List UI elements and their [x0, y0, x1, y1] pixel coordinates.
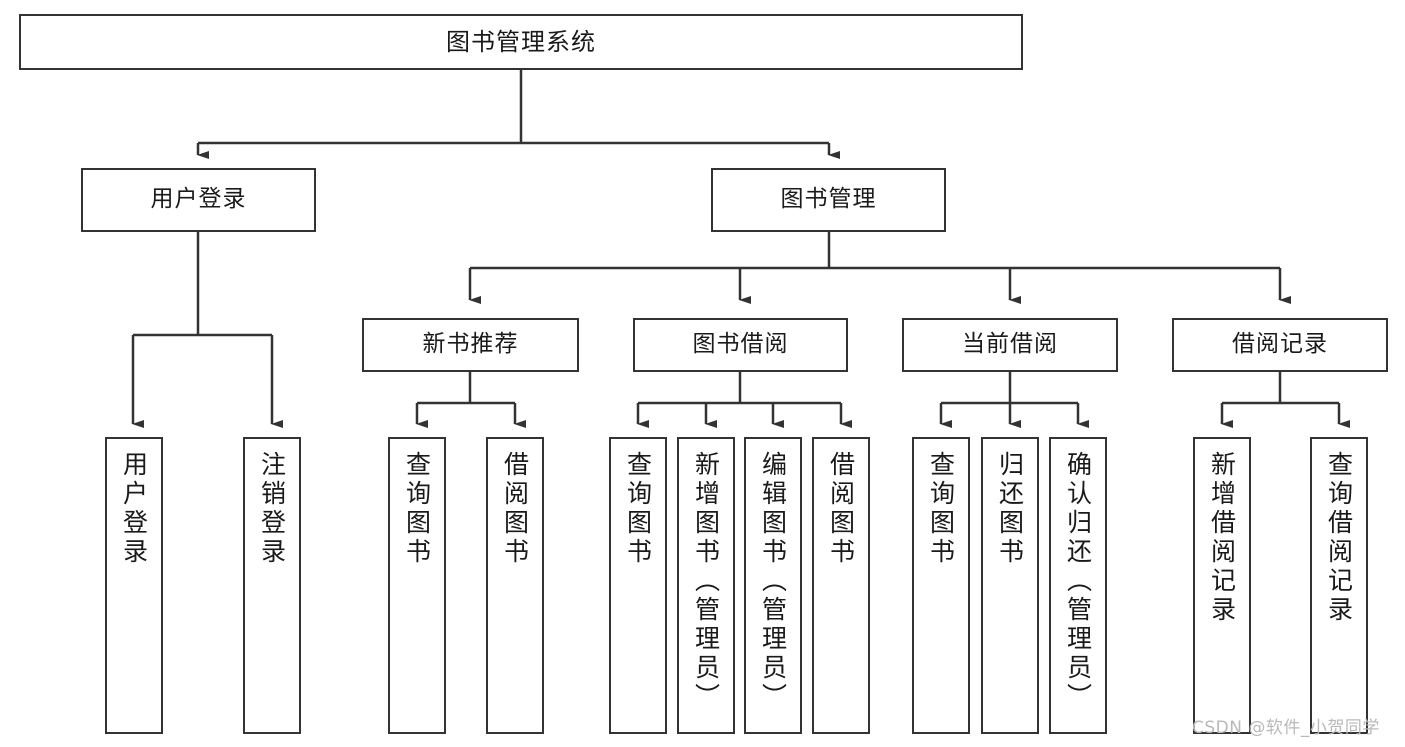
node-current-borrow[interactable]: 当前借阅 [902, 318, 1118, 372]
node-label: 确认归还（管理员） [1063, 451, 1093, 712]
leaf-add-book-admin[interactable]: 新增图书（管理员） [677, 437, 735, 734]
csdn-watermark: CSDN @软件_小贺同学 [1192, 718, 1380, 738]
node-label: 查询图书 [402, 451, 432, 567]
node-user-login[interactable]: 用户登录 [81, 168, 316, 232]
leaf-borrow-book[interactable]: 借阅图书 [812, 437, 870, 734]
edge-record-to-leaves [1220, 372, 1350, 428]
node-label: 图书管理 [780, 186, 877, 213]
edge-recommend-to-leaves [415, 372, 526, 428]
leaf-borrow-book-recommend[interactable]: 借阅图书 [486, 437, 544, 734]
leaf-query-book-current[interactable]: 查询图书 [912, 437, 970, 734]
node-label: 用户登录 [150, 186, 247, 213]
node-borrow-record[interactable]: 借阅记录 [1172, 318, 1388, 372]
leaf-confirm-return-admin[interactable]: 确认归还（管理员） [1049, 437, 1107, 734]
edge-bookmgmt-to-level2 [468, 232, 1291, 304]
node-label: 用户登录 [119, 451, 149, 567]
edge-borrow-to-leaves [636, 372, 852, 428]
edge-current-to-leaves [939, 372, 1089, 428]
node-book-management[interactable]: 图书管理 [711, 168, 946, 232]
leaf-add-borrow-record[interactable]: 新增借阅记录 [1193, 437, 1251, 734]
node-label: 归还图书 [995, 451, 1025, 567]
leaf-logout-login[interactable]: 注销登录 [243, 437, 301, 734]
edge-userlogin-to-leaves [131, 232, 283, 428]
node-label: 编辑图书（管理员） [758, 451, 788, 712]
node-label: 新书推荐 [422, 331, 519, 358]
node-root-book-management-system[interactable]: 图书管理系统 [19, 14, 1023, 70]
node-label: 新增借阅记录 [1207, 451, 1237, 625]
leaf-query-book-recommend[interactable]: 查询图书 [388, 437, 446, 734]
leaf-user-login[interactable]: 用户登录 [105, 437, 163, 734]
node-label: 借阅图书 [500, 451, 530, 567]
node-label: 当前借阅 [962, 331, 1058, 358]
node-label: 借阅图书 [826, 451, 856, 567]
node-label: 新增图书（管理员） [691, 451, 721, 712]
node-label: 查询图书 [926, 451, 956, 567]
leaf-return-book[interactable]: 归还图书 [981, 437, 1039, 734]
node-label: 注销登录 [257, 451, 287, 567]
node-label: 图书管理系统 [446, 27, 596, 56]
leaf-query-borrow-record[interactable]: 查询借阅记录 [1310, 437, 1368, 734]
node-book-borrow[interactable]: 图书借阅 [633, 318, 848, 372]
node-label: 图书借阅 [692, 331, 789, 358]
leaf-edit-book-admin[interactable]: 编辑图书（管理员） [744, 437, 802, 734]
node-label: 借阅记录 [1232, 331, 1328, 358]
edge-root-to-level1 [196, 70, 840, 159]
node-new-book-recommend[interactable]: 新书推荐 [362, 318, 579, 372]
node-label: 查询图书 [623, 451, 653, 567]
node-label: 查询借阅记录 [1324, 451, 1354, 625]
leaf-query-book-borrow[interactable]: 查询图书 [609, 437, 667, 734]
